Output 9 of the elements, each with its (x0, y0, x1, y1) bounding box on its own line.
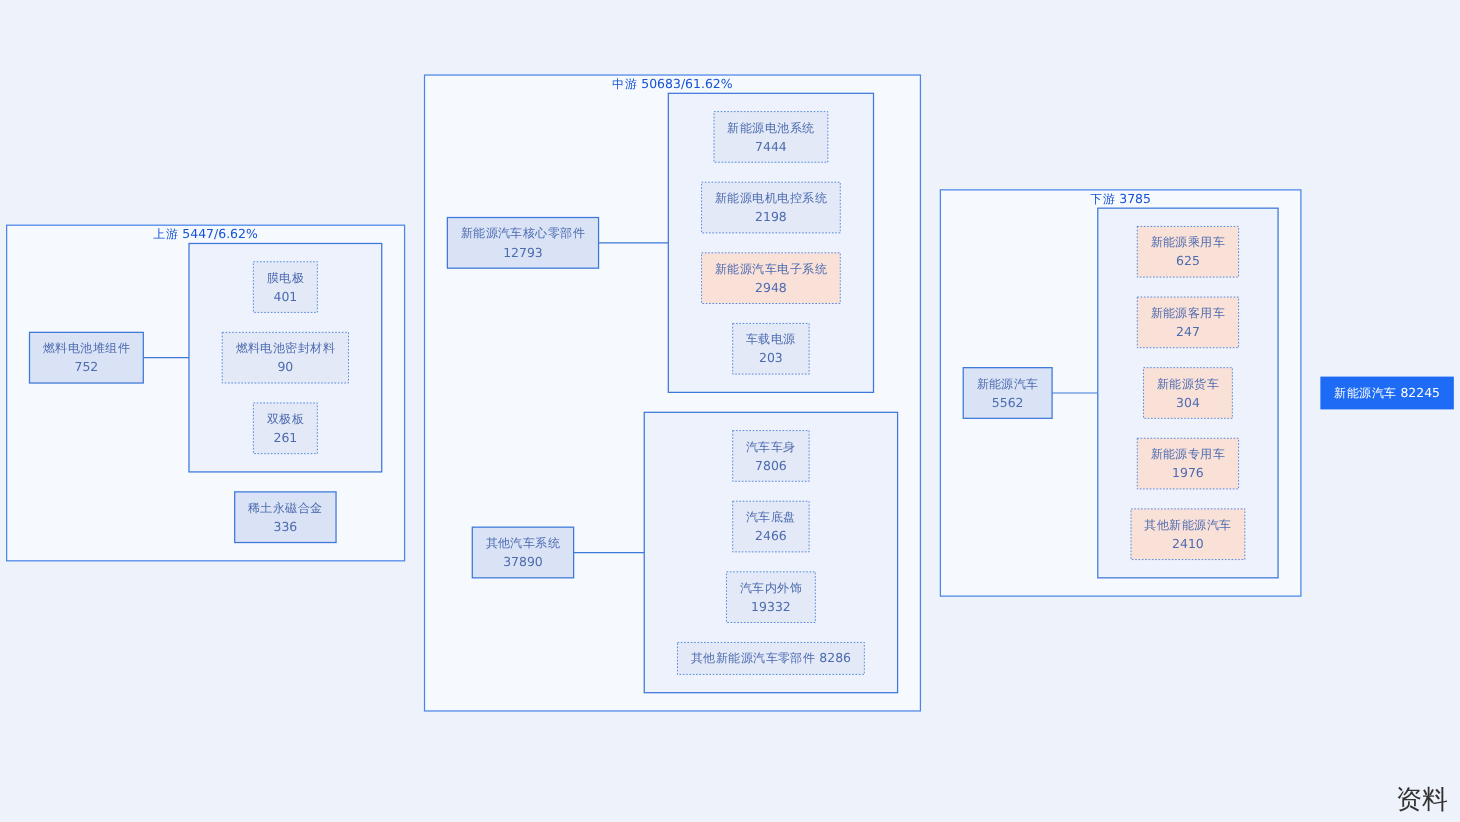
source-note: 资料 (1396, 784, 1448, 818)
cluster (643, 411, 899, 694)
cluster (667, 92, 875, 393)
cluster (188, 242, 383, 473)
connector (597, 242, 669, 244)
connector (573, 551, 645, 554)
connector (142, 357, 190, 359)
connector (1051, 392, 1099, 394)
cluster (1097, 207, 1279, 579)
